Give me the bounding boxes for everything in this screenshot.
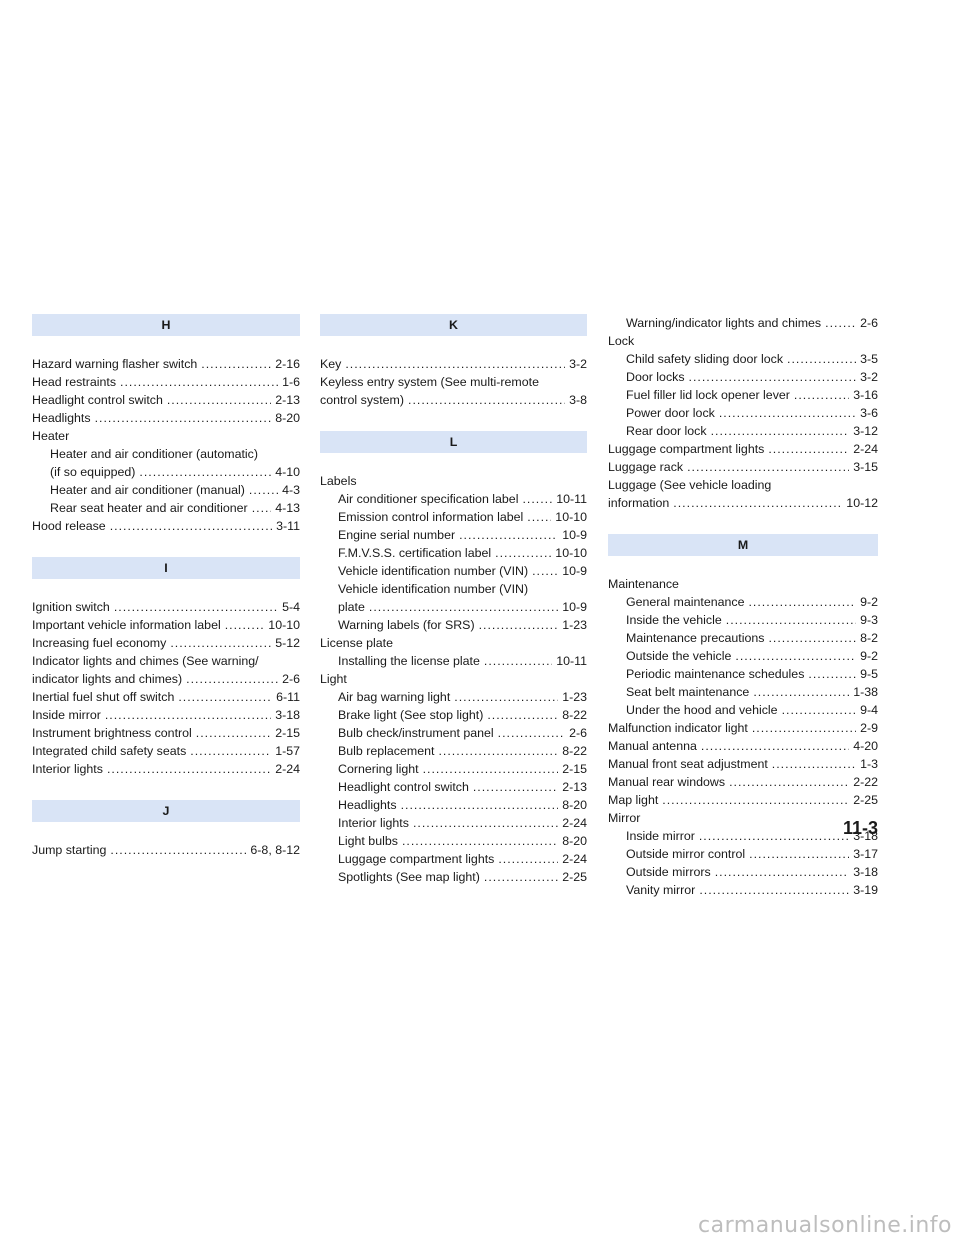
index-entry: Heater and air conditioner (manual)4-3: [32, 481, 300, 499]
index-entry: control system)3-8: [320, 391, 587, 409]
index-entry: Outside mirrors3-18: [608, 863, 878, 881]
index-entry: Inertial fuel shut off switch6-11: [32, 688, 300, 706]
section-j: J Jump starting6-8, 8-12: [32, 800, 300, 859]
index-entry: Manual rear windows2-22: [608, 773, 878, 791]
index-heading-light: Light: [320, 672, 347, 686]
index-entry: Under the hood and vehicle9-4: [608, 701, 878, 719]
index-entry: Luggage rack3-15: [608, 458, 878, 476]
index-entry: Interior lights2-24: [32, 760, 300, 778]
index-entry: Outside the vehicle9-2: [608, 647, 878, 665]
index-entry: Hood release3-11: [32, 517, 300, 535]
index-column-1: H Hazard warning flasher switch2-16 Head…: [32, 314, 300, 881]
index-entry: Door locks3-2: [608, 368, 878, 386]
index-entry: Hazard warning flasher switch2-16: [32, 355, 300, 373]
watermark: carmanualsonline.info: [698, 1213, 952, 1238]
index-heading-mirror: Mirror: [608, 811, 641, 825]
index-entry: Vanity mirror3-19: [608, 881, 878, 899]
index-entry-continued: Keyless entry system (See multi-remote: [320, 375, 539, 389]
index-entry: Spotlights (See map light)2-25: [320, 868, 587, 886]
index-entry: Maintenance precautions8-2: [608, 629, 878, 647]
index-entry: Power door lock3-6: [608, 404, 878, 422]
index-entry: Fuel filler lid lock opener lever3-16: [608, 386, 878, 404]
index-column-3: Warning/indicator lights and chimes2-6 L…: [608, 314, 878, 921]
index-entry: Inside mirror3-18: [608, 827, 878, 845]
index-entry: Air bag warning light1-23: [320, 688, 587, 706]
section-header-m: M: [608, 534, 878, 556]
index-entry: Inside mirror3-18: [32, 706, 300, 724]
section-k: K Key3-2 Keyless entry system (See multi…: [320, 314, 587, 409]
section-l: L Labels Air conditioner specification l…: [320, 431, 587, 886]
index-entry: F.M.V.S.S. certification label10-10: [320, 544, 587, 562]
index-entry: Bulb check/instrument panel2-6: [320, 724, 587, 742]
index-entry: information10-12: [608, 494, 878, 512]
section-header-j: J: [32, 800, 300, 822]
index-entry: Malfunction indicator light2-9: [608, 719, 878, 737]
index-entry: Seat belt maintenance1-38: [608, 683, 878, 701]
index-entry: Integrated child safety seats1-57: [32, 742, 300, 760]
index-entry: Light bulbs8-20: [320, 832, 587, 850]
index-entry: Inside the vehicle9-3: [608, 611, 878, 629]
index-column-2: K Key3-2 Keyless entry system (See multi…: [320, 314, 587, 908]
index-entry: Engine serial number10-9: [320, 526, 587, 544]
index-heading-heater: Heater: [32, 429, 70, 443]
index-heading-maintenance: Maintenance: [608, 577, 679, 591]
index-entry: Ignition switch5-4: [32, 598, 300, 616]
index-entry: Cornering light2-15: [320, 760, 587, 778]
index-entry: General maintenance9-2: [608, 593, 878, 611]
index-entry: Head restraints1-6: [32, 373, 300, 391]
index-entry: Map light2-25: [608, 791, 878, 809]
index-entry: Brake light (See stop light)8-22: [320, 706, 587, 724]
index-entry: Jump starting6-8, 8-12: [32, 841, 300, 859]
index-entry: Manual antenna4-20: [608, 737, 878, 755]
index-entry: Luggage compartment lights2-24: [320, 850, 587, 868]
index-entry: Increasing fuel economy5-12: [32, 634, 300, 652]
section-header-h: H: [32, 314, 300, 336]
index-entry: Headlight control switch2-13: [320, 778, 587, 796]
section-header-l: L: [320, 431, 587, 453]
index-entry: Headlight control switch2-13: [32, 391, 300, 409]
index-entry: Important vehicle information label10-10: [32, 616, 300, 634]
section-m: M Maintenance General maintenance9-2 Ins…: [608, 534, 878, 899]
section-l-continued: Warning/indicator lights and chimes2-6 L…: [608, 314, 878, 512]
index-entry: Manual front seat adjustment1-3: [608, 755, 878, 773]
index-entry: Rear door lock3-12: [608, 422, 878, 440]
index-entry-continued: Vehicle identification number (VIN): [338, 582, 529, 596]
index-entry: Periodic maintenance schedules9-5: [608, 665, 878, 683]
index-heading-lock: Lock: [608, 334, 635, 348]
index-heading-labels: Labels: [320, 474, 357, 488]
section-i: I Ignition switch5-4 Important vehicle i…: [32, 557, 300, 778]
index-entry: Bulb replacement8-22: [320, 742, 587, 760]
index-entry: Key3-2: [320, 355, 587, 373]
index-entry-continued: Heater and air conditioner (automatic): [50, 447, 258, 461]
index-entry: Headlights8-20: [320, 796, 587, 814]
index-entry: plate10-9: [320, 598, 587, 616]
section-header-i: I: [32, 557, 300, 579]
index-entry: Installing the license plate10-11: [320, 652, 587, 670]
index-entry-continued: Luggage (See vehicle loading: [608, 478, 772, 492]
index-entry: Headlights8-20: [32, 409, 300, 427]
index-heading-license-plate: License plate: [320, 636, 394, 650]
index-entry: Interior lights2-24: [320, 814, 587, 832]
index-entry: Air conditioner specification label10-11: [320, 490, 587, 508]
index-entry: Outside mirror control3-17: [608, 845, 878, 863]
index-entry-continued: Indicator lights and chimes (See warning…: [32, 654, 259, 668]
index-entry: indicator lights and chimes)2-6: [32, 670, 300, 688]
index-entry: Warning/indicator lights and chimes2-6: [608, 314, 878, 332]
page-number: 11-3: [842, 818, 878, 838]
index-entry: Rear seat heater and air conditioner4-13: [32, 499, 300, 517]
index-entry: Warning labels (for SRS)1-23: [320, 616, 587, 634]
index-entry: Emission control information label10-10: [320, 508, 587, 526]
index-entry: Vehicle identification number (VIN)10-9: [320, 562, 587, 580]
section-header-k: K: [320, 314, 587, 336]
section-h: H Hazard warning flasher switch2-16 Head…: [32, 314, 300, 535]
index-entry: Luggage compartment lights2-24: [608, 440, 878, 458]
index-entry: Instrument brightness control2-15: [32, 724, 300, 742]
index-entry: (if so equipped)4-10: [32, 463, 300, 481]
index-entry: Child safety sliding door lock3-5: [608, 350, 878, 368]
